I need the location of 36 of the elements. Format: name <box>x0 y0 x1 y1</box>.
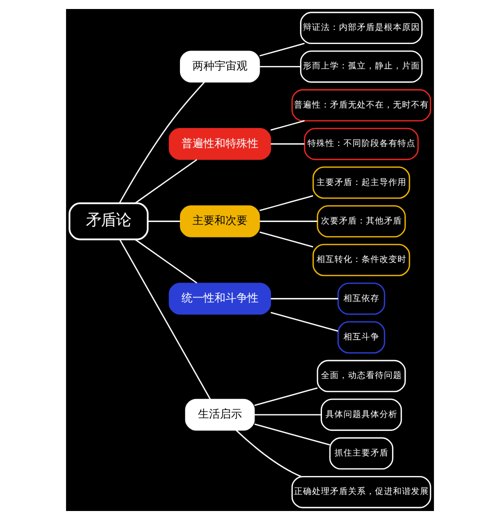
node-box: 特殊性：不同阶段各有特点 <box>304 127 419 160</box>
connector <box>148 220 180 222</box>
node-box: 统一性和斗争性 <box>168 282 272 314</box>
connector <box>254 414 322 415</box>
node-box: 次要矛盾：其他矛盾 <box>316 204 406 237</box>
node-box: 相互转化：条件改变时 <box>312 243 410 276</box>
node-box: 相互依存 <box>337 282 386 314</box>
node-box: 普遍性和特殊性 <box>168 128 272 160</box>
connector <box>270 311 338 332</box>
connector <box>254 386 318 406</box>
node-box: 抓住主要矛盾 <box>329 436 394 470</box>
node-box: 普遍性：矛盾无处不在，无时不有 <box>291 88 432 121</box>
node-box: 形而上学：孤立，静止，片面 <box>300 50 423 82</box>
node-box: 辩证法：内部矛盾是根本原因 <box>300 11 423 44</box>
node-box: 正确处理矛盾关系，促进和谐发展 <box>291 475 432 508</box>
node-box: 相互斗争 <box>337 320 386 353</box>
connector <box>270 298 338 299</box>
connector <box>134 158 198 204</box>
node-box: 主要矛盾：起主导作用 <box>312 166 410 198</box>
node-box: 两种宇宙观 <box>180 50 260 82</box>
connector <box>260 220 318 222</box>
connector <box>134 238 198 284</box>
node-box: 具体问题具体分析 <box>320 398 402 430</box>
connector <box>260 65 301 67</box>
connector <box>270 120 305 130</box>
connector <box>119 238 211 399</box>
connector <box>270 142 304 144</box>
node-box: 矛盾论 <box>68 202 149 240</box>
node-box: 全面，动态看待问题 <box>316 359 406 392</box>
connector <box>118 81 205 204</box>
node-box: 生活启示 <box>185 398 255 430</box>
connector <box>259 194 314 211</box>
connector <box>254 422 330 446</box>
connector <box>260 230 314 247</box>
connector <box>236 429 302 477</box>
node-box: 主要和次要 <box>180 204 260 237</box>
